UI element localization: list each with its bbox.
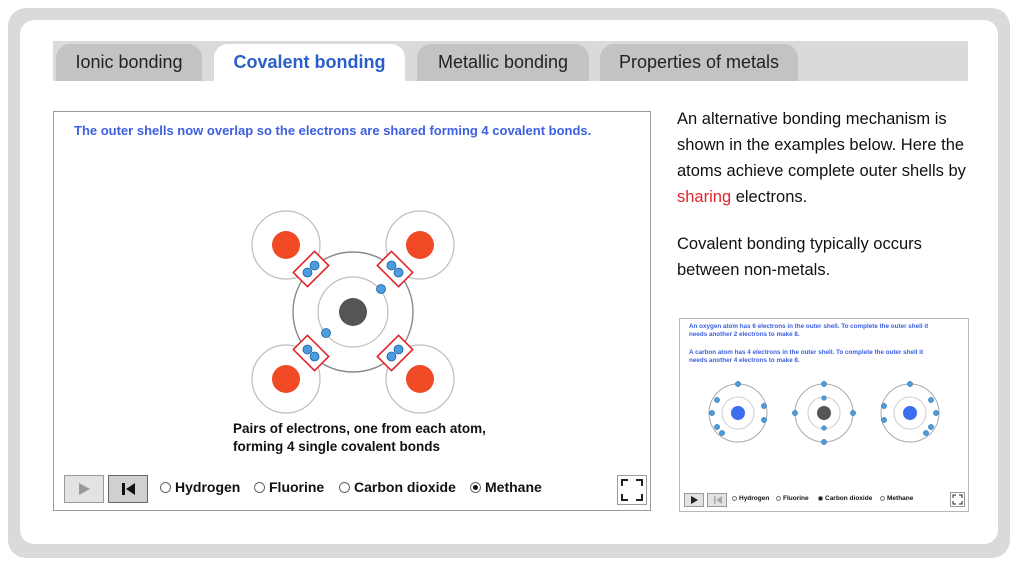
description-text: An alternative bonding mechanism is show… — [677, 110, 966, 180]
thumb-rewind-button[interactable] — [707, 493, 727, 507]
thumb-atom-center — [792, 381, 856, 445]
inner-electron — [376, 284, 386, 294]
fullscreen-icon — [952, 494, 963, 505]
thumb-option-fluorine[interactable]: Fluorine — [776, 495, 809, 502]
description-paragraph-2: Covalent bonding typically occurs betwee… — [677, 235, 922, 279]
thumb-option-carbon-dioxide[interactable]: Carbon dioxide — [818, 495, 872, 502]
shared-pair-top-right — [376, 250, 414, 288]
tab-properties-of-metals[interactable]: Properties of metals — [600, 44, 798, 81]
thumb-radio-hydrogen[interactable] — [732, 496, 737, 501]
description-paragraph-1: An alternative bonding mechanism is show… — [677, 106, 977, 210]
thumb-atom-left — [708, 381, 768, 443]
radio-methane[interactable] — [470, 481, 481, 493]
radio-fluorine[interactable] — [254, 481, 265, 493]
thumb-play-button[interactable] — [684, 493, 704, 507]
shared-pair-top-left — [292, 250, 330, 288]
option-methane-label: Methane — [485, 479, 542, 495]
option-carbon-dioxide-label: Carbon dioxide — [354, 479, 456, 495]
animation-controls: Hydrogen Fluorine Carbon dioxide Methane — [64, 475, 647, 505]
thumbnail-diagram — [708, 381, 940, 445]
option-hydrogen[interactable]: Hydrogen — [160, 479, 240, 495]
thumb-option-label: Fluorine — [783, 495, 809, 502]
caption-line-1: Pairs of electrons, one from each atom, — [233, 421, 486, 436]
animation-panel: The outer shells now overlap so the elec… — [53, 111, 651, 511]
rewind-to-start-icon — [122, 483, 135, 495]
tab-metallic-bonding[interactable]: Metallic bonding — [417, 44, 589, 81]
example-thumbnail[interactable]: An oxygen atom has 6 electrons in the ou… — [679, 318, 969, 512]
fullscreen-button[interactable] — [617, 475, 647, 505]
thumb-controls: Hydrogen Fluorine Carbon dioxide Methane — [684, 492, 966, 509]
hydrogen-atom-top-left — [251, 210, 321, 280]
carbon-atom — [292, 251, 414, 373]
inner-electron — [321, 328, 331, 338]
thumb-text-3: A carbon atom has 4 electrons in the out… — [689, 349, 924, 356]
animation-title: The outer shells now overlap so the elec… — [74, 123, 592, 138]
option-methane[interactable]: Methane — [470, 479, 542, 495]
methane-diagram — [251, 210, 455, 414]
rewind-button[interactable] — [108, 475, 148, 503]
thumb-option-label: Hydrogen — [739, 495, 770, 502]
thumb-text-1: An oxygen atom has 6 electrons in the ou… — [689, 323, 929, 330]
hydrogen-atom-top-right — [385, 210, 455, 280]
shared-pair-bottom-left — [292, 334, 330, 372]
tab-ionic-bonding[interactable]: Ionic bonding — [56, 44, 202, 81]
thumb-option-label: Carbon dioxide — [825, 495, 873, 502]
play-icon — [691, 496, 698, 504]
hydrogen-atom-bottom-right — [385, 344, 455, 414]
thumb-option-hydrogen[interactable]: Hydrogen — [732, 495, 769, 502]
thumb-option-label: Methane — [887, 495, 914, 502]
play-button[interactable] — [64, 475, 104, 503]
description-text-end: electrons. — [731, 188, 808, 206]
highlight-sharing: sharing — [677, 188, 732, 206]
rewind-to-start-icon — [713, 496, 722, 504]
option-fluorine[interactable]: Fluorine — [254, 479, 324, 495]
play-icon — [79, 483, 90, 495]
thumb-radio-fluorine[interactable] — [776, 496, 781, 501]
caption-line-2: forming 4 single covalent bonds — [233, 439, 441, 454]
option-fluorine-label: Fluorine — [269, 479, 325, 495]
thumb-text-4: needs another 4 electrons to make 8. — [689, 357, 800, 364]
radio-carbon-dioxide[interactable] — [339, 481, 350, 493]
option-hydrogen-label: Hydrogen — [175, 479, 241, 495]
hydrogen-atom-bottom-left — [251, 344, 321, 414]
radio-hydrogen[interactable] — [160, 481, 171, 493]
thumb-fullscreen-button[interactable] — [950, 492, 965, 507]
shared-pair-bottom-right — [376, 334, 414, 372]
diagram-caption: Pairs of electrons, one from each atom, … — [233, 420, 533, 456]
thumb-text-2: needs another 2 electrons to make 8. — [689, 331, 800, 338]
option-carbon-dioxide[interactable]: Carbon dioxide — [339, 479, 456, 495]
thumb-option-methane[interactable]: Methane — [880, 495, 913, 502]
fullscreen-icon — [621, 479, 643, 501]
thumb-radio-carbon-dioxide[interactable] — [818, 496, 823, 501]
thumb-radio-methane[interactable] — [880, 496, 885, 501]
thumb-atom-right — [880, 381, 940, 443]
tab-covalent-bonding[interactable]: Covalent bonding — [214, 44, 405, 81]
